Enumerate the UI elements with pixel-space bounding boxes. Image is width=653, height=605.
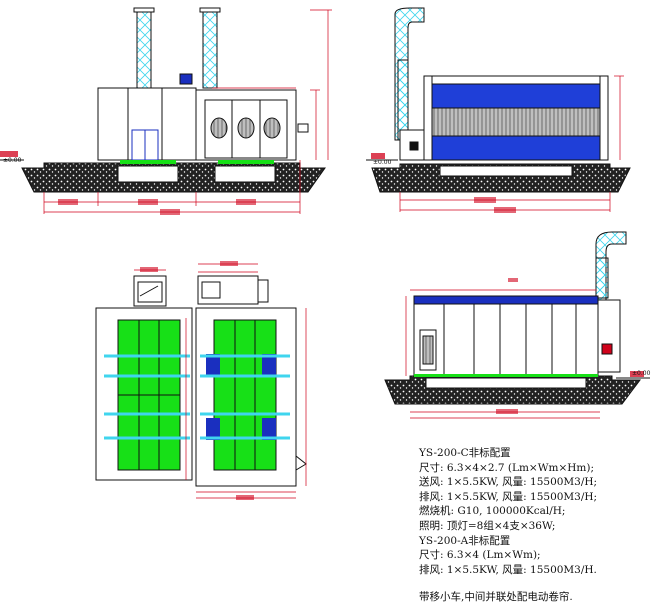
front-level-label: ±0.00: [3, 157, 22, 164]
section-level-label: ±0.00: [632, 370, 651, 377]
spec-line: 尺寸: 6.3×4×2.7 (Lm×Wm×Hm);: [419, 461, 595, 474]
upper-blue-panel: [429, 83, 603, 109]
spec-line: 送风: 1×5.5KW, 风量: 15500M3/H;: [419, 476, 598, 489]
control-badge: [179, 73, 193, 85]
exhaust-stack-left: [136, 9, 152, 89]
spec-line: 照明: 顶灯=8组×4支×36W;: [419, 519, 556, 532]
side-elevation-view: [366, 7, 631, 213]
exhaust-stack-right: [202, 9, 218, 89]
lower-blue-panel: [429, 135, 603, 161]
specification-notes: YS-200-C非标配置 尺寸: 6.3×4×2.7 (Lm×Wm×Hm); 送…: [419, 446, 649, 605]
spec-line: 排风: 1×5.5KW, 风量: 15500M3/H;: [419, 490, 598, 503]
spec-line: 燃烧机: G10, 100000Kcal/H;: [419, 505, 566, 518]
spec-line: 尺寸: 6.3×4 (Lm×Wm);: [419, 549, 541, 562]
spec-line: YS-200-C非标配置: [419, 447, 511, 459]
louver-panel: [429, 107, 603, 137]
side-level-label: ±0.00: [373, 159, 392, 166]
front-elevation-view: [0, 7, 332, 215]
spec-footer: 带移小车,中间并联处配电动卷帘.: [419, 591, 573, 604]
plan-grate-right: [213, 319, 277, 471]
spec-line: YS-200-A非标配置: [419, 534, 511, 547]
burner-room: [97, 87, 197, 161]
spec-line: 排风: 1×5.5KW, 风量: 15500M3/H.: [419, 563, 597, 576]
plan-view: [95, 261, 307, 500]
section-booth-body: [413, 295, 599, 377]
section-view: [384, 231, 650, 419]
